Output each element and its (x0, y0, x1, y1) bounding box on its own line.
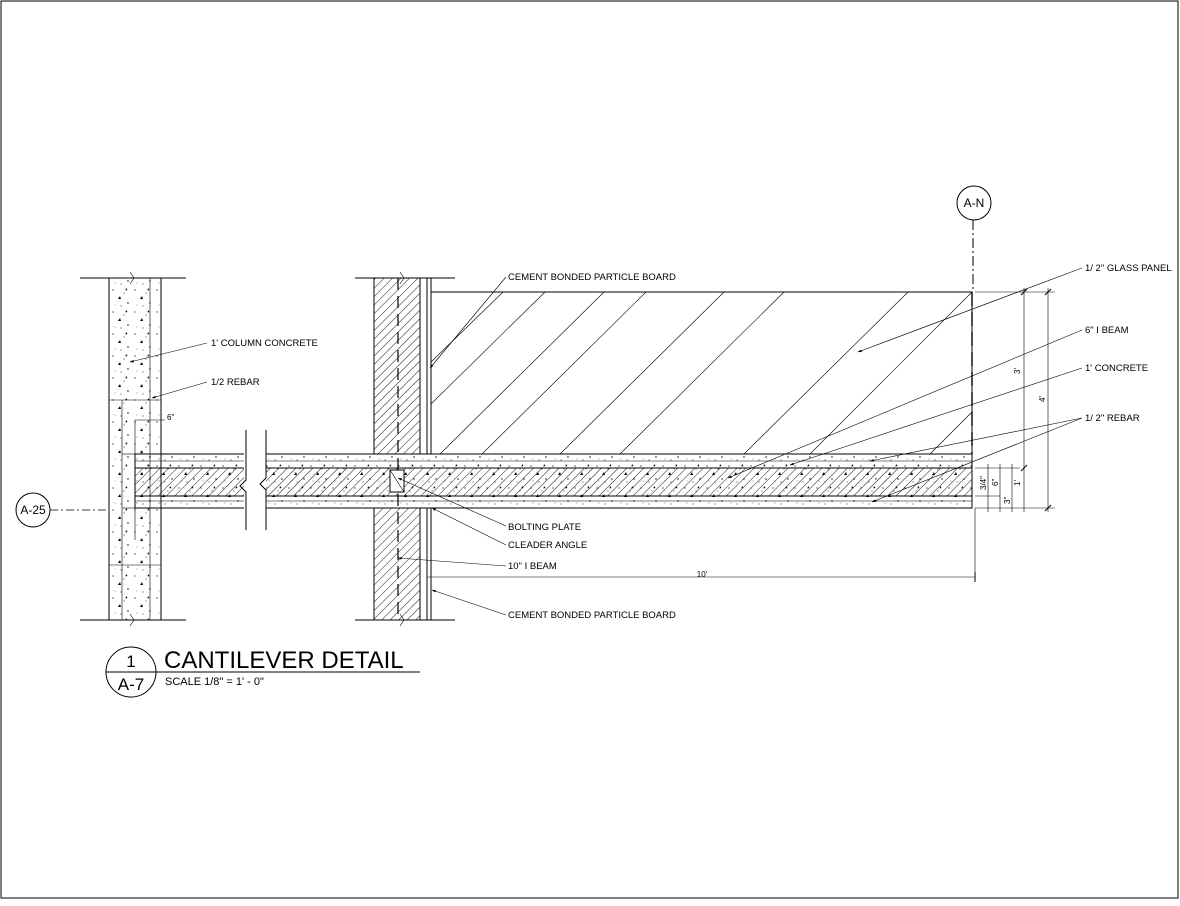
dim-1ft-text: 1' (1013, 480, 1022, 486)
sheet-number: A-7 (118, 675, 144, 694)
detail-scale: SCALE 1/8" = 1' - 0" (165, 676, 264, 688)
callout-10in-i-beam: 10" I BEAM (508, 561, 557, 572)
detail-title: CANTILEVER DETAIL (164, 647, 404, 674)
cantilever-slab (122, 420, 973, 540)
callout-cbpb-top: CEMENT BONDED PARTICLE BOARD (508, 272, 676, 283)
callout-cleader-angle: CLEADER ANGLE (508, 540, 587, 551)
dim-3-4in-text: 3/4" (979, 476, 988, 490)
dim-3in-text: 3" (1003, 497, 1012, 504)
callout-1ft-concrete: 1' CONCRETE (1085, 363, 1148, 374)
break-line (239, 430, 267, 530)
leader-lines (129, 267, 1083, 616)
dim-4ft-text: 4' (1038, 396, 1047, 402)
left-concrete-column (80, 271, 186, 627)
glass-panel (430, 291, 973, 455)
grid-marker-a-n: A-N (956, 185, 992, 221)
callout-column-concrete: 1' COLUMN CONCRETE (211, 338, 318, 349)
center-hatched-wall (355, 271, 455, 627)
dim-10ft-text: 10' (697, 570, 708, 579)
dim-3ft-text: 3' (1013, 368, 1022, 374)
grid-line-a-n (971, 220, 974, 454)
callout-half-rebar: 1/ 2" REBAR (1085, 413, 1140, 424)
dim-6in-text: 6" (167, 413, 174, 422)
dimension-10ft: 10' (426, 508, 976, 582)
callout-column-rebar: 1/2 REBAR (211, 377, 260, 388)
dimension-right-stack: 3' 4' 3/4" 6" 3" 1' (975, 288, 1055, 512)
dim-6in-right-text: 6" (991, 479, 1000, 486)
callout-cbpb-bottom: CEMENT BONDED PARTICLE BOARD (508, 610, 676, 621)
callout-bolting-plate: BOLTING PLATE (508, 522, 581, 533)
detail-number: 1 (126, 652, 135, 671)
grid-marker-a-25-label: A-25 (20, 503, 46, 517)
grid-marker-a-n-label: A-N (964, 196, 985, 210)
dimension-6in-column: 6" (135, 413, 174, 422)
callout-6in-i-beam: 6" I BEAM (1085, 325, 1129, 336)
grid-marker-a-25: A-25 (15, 492, 51, 528)
callout-glass-panel: 1/ 2" GLASS PANEL (1085, 263, 1172, 274)
title-block: 1 A-7 CANTILEVER DETAIL SCALE 1/8" = 1' … (105, 646, 420, 698)
